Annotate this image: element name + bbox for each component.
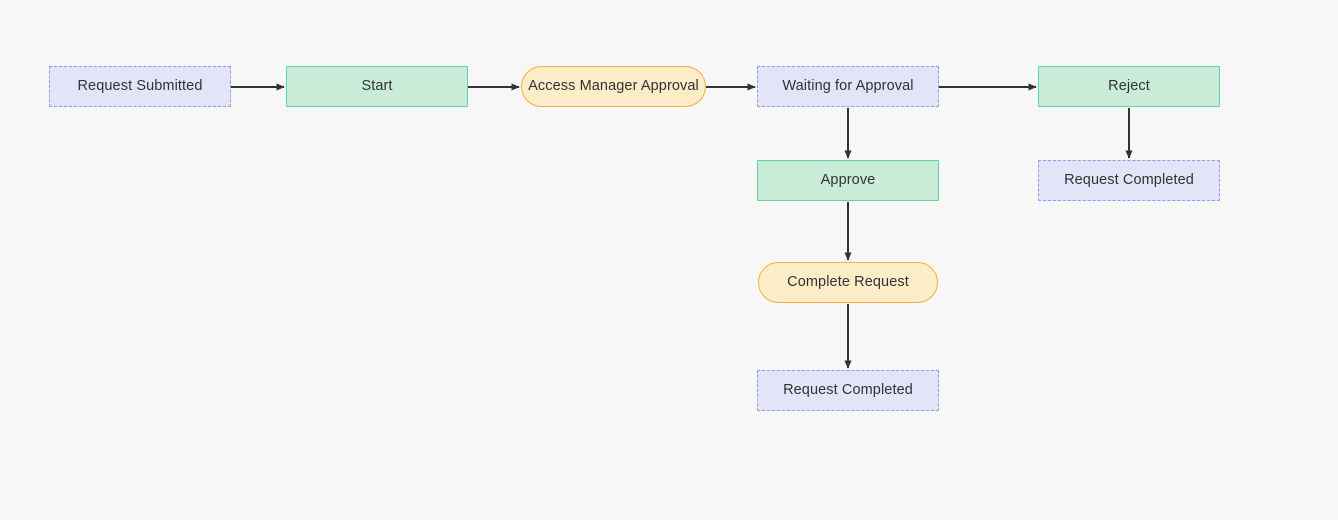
node-label: Request Submitted [77,77,203,94]
node-approve[interactable]: Approve [757,160,939,201]
node-waiting-for-approval[interactable]: Waiting for Approval [757,66,939,107]
node-request-completed-reject[interactable]: Request Completed [1038,160,1220,201]
node-label: Request Completed [783,381,913,398]
node-start[interactable]: Start [286,66,468,107]
node-label: Access Manager Approval [528,77,699,94]
node-label: Reject [1108,77,1150,94]
node-label: Approve [820,171,876,188]
node-label: Request Completed [1064,171,1194,188]
node-request-completed-approve[interactable]: Request Completed [757,370,939,411]
node-label: Waiting for Approval [782,77,914,94]
node-reject[interactable]: Reject [1038,66,1220,107]
node-access-manager-approval[interactable]: Access Manager Approval [521,66,706,107]
node-request-submitted[interactable]: Request Submitted [49,66,231,107]
node-label: Start [361,77,393,94]
node-complete-request[interactable]: Complete Request [758,262,938,303]
node-label: Complete Request [787,273,909,290]
